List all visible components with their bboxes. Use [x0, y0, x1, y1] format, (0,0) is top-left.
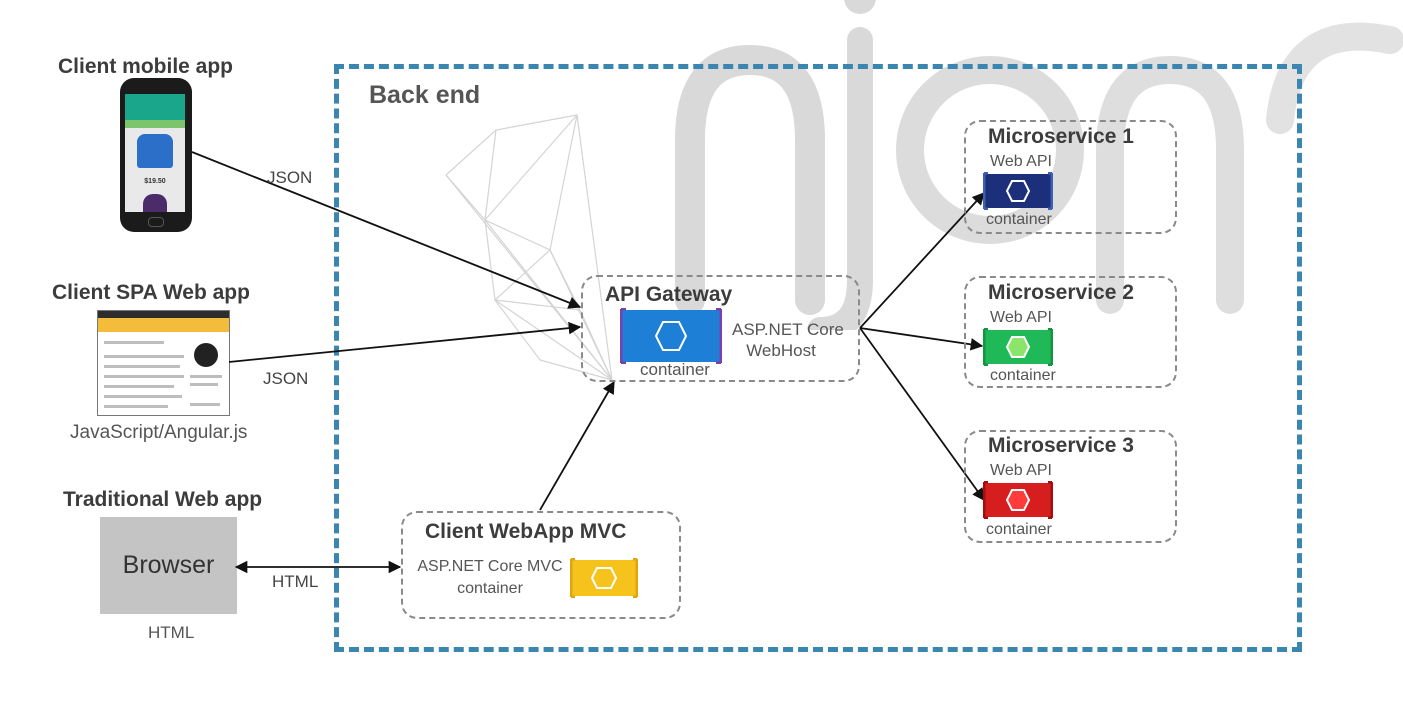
webapp-mvc-line1: ASP.NET Core MVC [417, 558, 563, 575]
arrow-gateway-to-ms1 [859, 192, 985, 329]
api-gateway-host-line1: ASP.NET Core [732, 320, 844, 339]
traditional-app-title: Traditional Web app [63, 488, 263, 511]
microservice-1-container-icon [983, 172, 1053, 210]
microservice-3-container-label: container [986, 521, 1052, 538]
api-gateway-host-line2: WebHost [746, 341, 816, 360]
microservice-1-api: Web API [990, 153, 1052, 170]
webapp-mvc-container-icon [570, 558, 638, 598]
microservice-3-api: Web API [990, 462, 1052, 479]
microservice-2-container-label: container [990, 367, 1056, 384]
microservice-1-title: Microservice 1 [988, 125, 1134, 148]
mobile-app-title: Client mobile app [58, 55, 234, 78]
json-label-spa: JSON [263, 369, 309, 388]
phone-image: $19.50 [120, 78, 192, 232]
microservice-1-box [964, 120, 1177, 234]
microservice-3-box [964, 430, 1177, 543]
backend-boundary [334, 64, 1302, 652]
html-label-traditional: HTML [272, 572, 319, 591]
spa-framework-label: JavaScript/Angular.js [70, 422, 248, 443]
arrow-gateway-to-ms2 [859, 327, 984, 351]
webapp-mvc-title: Client WebApp MVC [425, 520, 627, 543]
api-gateway-container-label: container [640, 360, 710, 379]
arrow-mvc-to-gateway [539, 380, 615, 511]
browser-label: Browser [122, 551, 215, 579]
arrow-mobile-to-gateway [191, 151, 582, 309]
microservice-3-container-icon [983, 481, 1053, 519]
webapp-mvc-line2: container [457, 580, 523, 597]
json-label-mobile: JSON [267, 168, 313, 187]
microservice-2-container-icon [983, 328, 1053, 366]
api-gateway-box [581, 275, 860, 382]
browser-box: Browser [100, 517, 237, 614]
arrow-gateway-to-ms3 [859, 327, 985, 502]
microservice-2-title: Microservice 2 [988, 281, 1134, 304]
arrow-spa-to-gateway [228, 321, 582, 363]
microservice-2-box [964, 276, 1177, 388]
spa-screenshot-image [97, 310, 230, 416]
spa-app-title: Client SPA Web app [52, 281, 250, 304]
watermark [675, 0, 1403, 330]
microservice-1-container-label: container [986, 211, 1052, 228]
webapp-mvc-box [401, 511, 681, 619]
browser-caption: HTML [148, 623, 195, 642]
backend-title: Back end [369, 81, 481, 109]
microservice-3-title: Microservice 3 [988, 434, 1134, 457]
api-gateway-container-icon [620, 308, 722, 364]
microservice-2-api: Web API [990, 309, 1052, 326]
api-gateway-title: API Gateway [605, 283, 733, 306]
